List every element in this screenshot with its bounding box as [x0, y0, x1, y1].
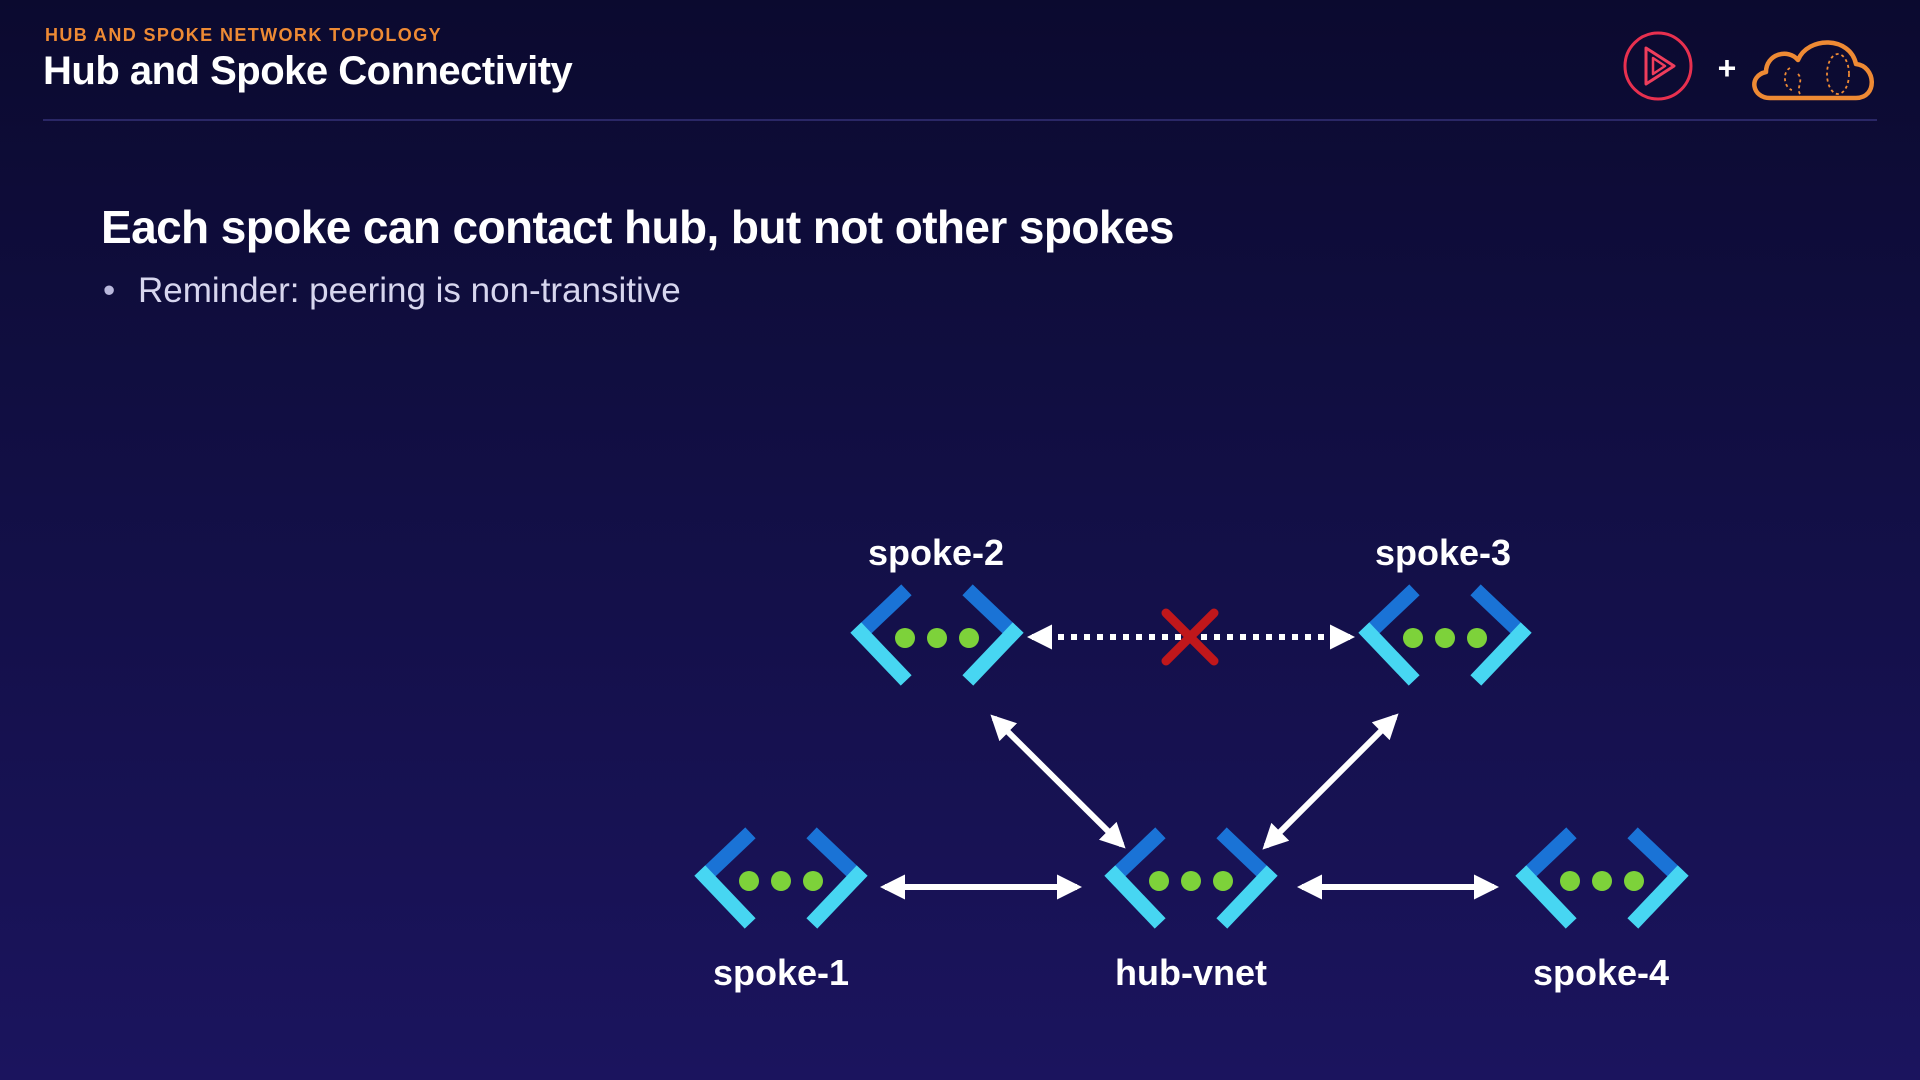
- cloud-logo-icon: [1752, 40, 1874, 101]
- vnet-icon-hub: [1115, 838, 1267, 918]
- link-spoke3-hub: [1262, 713, 1399, 850]
- vnet-icon-spoke-2: [861, 595, 1013, 675]
- bullet-text: Reminder: peering is non-transitive: [138, 271, 681, 310]
- bullet-dot: •: [103, 271, 116, 310]
- vnet-icon-spoke-1: [705, 838, 857, 918]
- slide-title: Hub and Spoke Connectivity: [43, 49, 573, 93]
- vnet-icon-spoke-3: [1369, 595, 1521, 675]
- label-spoke-1: spoke-1: [713, 952, 849, 993]
- label-spoke-2: spoke-2: [868, 532, 1004, 573]
- plus-icon: +: [1718, 50, 1737, 86]
- section-label: HUB AND SPOKE NETWORK TOPOLOGY: [45, 25, 443, 45]
- bullet-item: • Reminder: peering is non-transitive: [103, 271, 681, 311]
- header-logos: +: [1623, 31, 1874, 101]
- pluralsight-play-icon: [1623, 31, 1693, 101]
- label-hub-vnet: hub-vnet: [1115, 952, 1267, 993]
- slide-heading: Each spoke can contact hub, but not othe…: [101, 201, 1174, 253]
- link-spoke2-hub: [990, 714, 1126, 849]
- blocked-x-icon: [1161, 608, 1219, 666]
- vnet-icon-spoke-4: [1526, 838, 1678, 918]
- header-divider: [43, 119, 1877, 121]
- label-spoke-3: spoke-3: [1375, 532, 1511, 573]
- label-spoke-4: spoke-4: [1533, 952, 1669, 993]
